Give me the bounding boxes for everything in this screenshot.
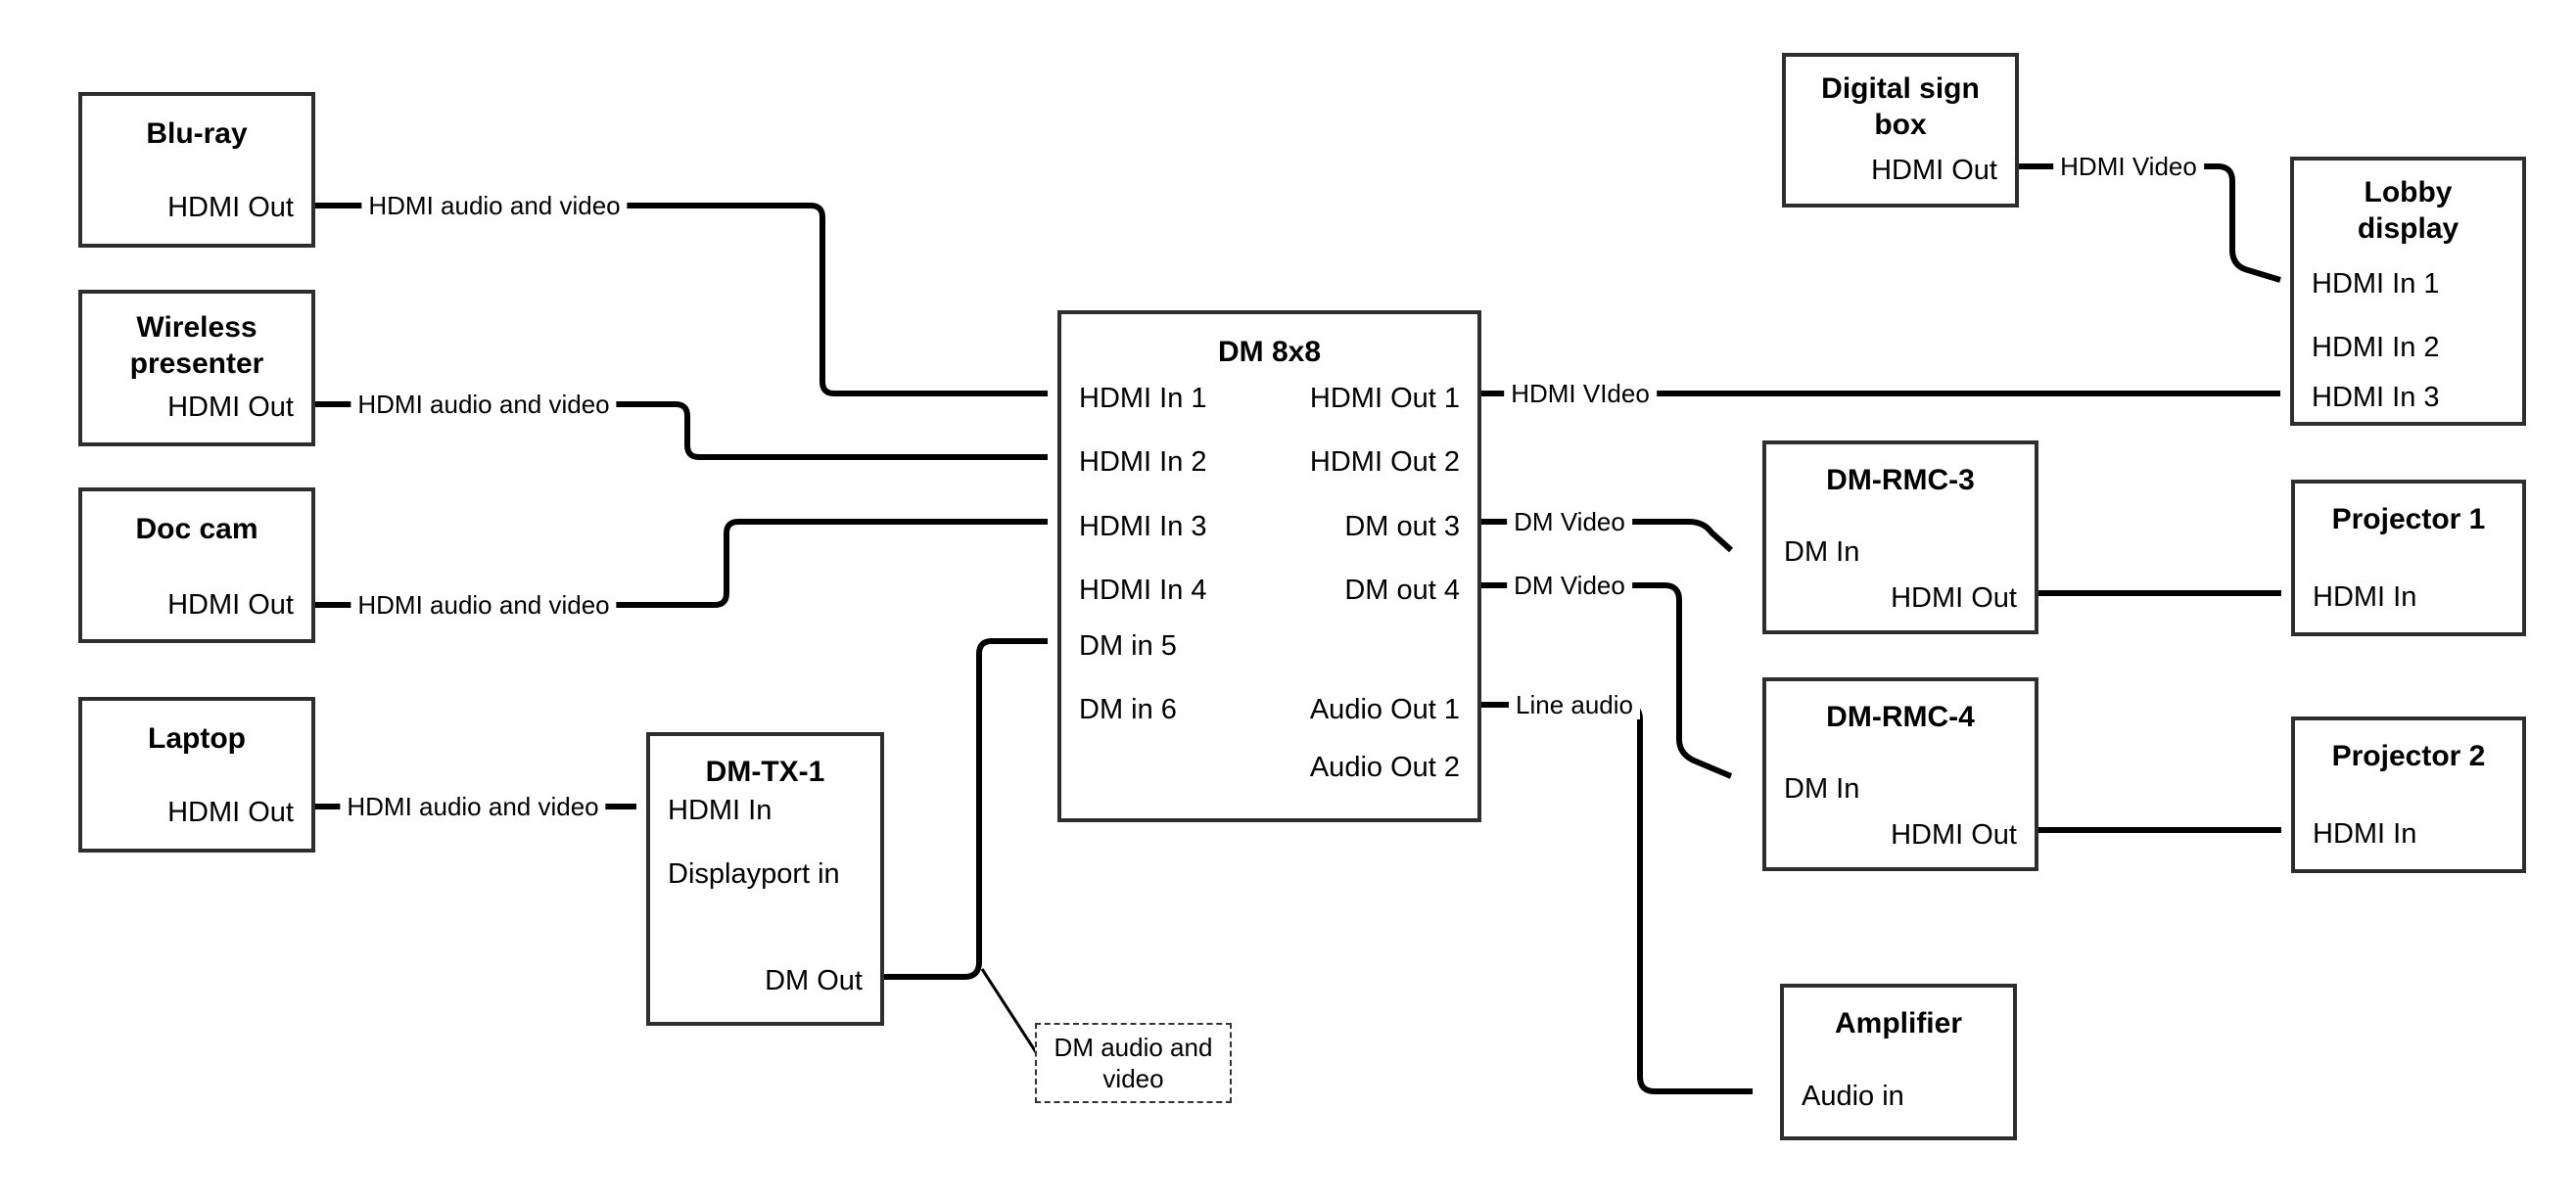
port-rmc4-hdmi-out[interactable]: HDMI Out xyxy=(1891,819,2017,851)
node-bluray[interactable]: Blu-ray HDMI Out xyxy=(78,92,315,248)
port-dm8x8-dm-in-6[interactable]: DM in 6 xyxy=(1079,694,1177,725)
port-bluray-hdmi-out[interactable]: HDMI Out xyxy=(167,192,294,223)
port-digitalsign-hdmi-out[interactable]: HDMI Out xyxy=(1871,155,1997,186)
port-dm8x8-dm-in-5[interactable]: DM in 5 xyxy=(1079,630,1177,662)
port-projector1-hdmi-in[interactable]: HDMI In xyxy=(2313,581,2417,613)
port-dm8x8-hdmi-in-1[interactable]: HDMI In 1 xyxy=(1079,383,1207,414)
node-dm-tx-1[interactable]: DM-TX-1 HDMI In Displayport in DM Out xyxy=(646,732,884,1026)
node-doc-cam[interactable]: Doc cam HDMI Out xyxy=(78,487,315,643)
node-digital-sign-box-title: Digital sign box xyxy=(1821,72,1980,141)
edge-label-laptop-to-tx: HDMI audio and video xyxy=(340,792,606,821)
edge-label-dm-out4-to-rmc4: DM Video xyxy=(1507,571,1632,600)
node-projector-1-title: Projector 1 xyxy=(2331,503,2486,535)
node-dm-8x8-title: DM 8x8 xyxy=(1217,336,1322,368)
node-amplifier[interactable]: Amplifier Audio in xyxy=(1780,984,2017,1140)
port-lobby-hdmi-in-3[interactable]: HDMI In 3 xyxy=(2312,382,2440,413)
port-rmc4-dm-in[interactable]: DM In xyxy=(1784,773,1860,805)
port-lobby-hdmi-in-2[interactable]: HDMI In 2 xyxy=(2312,332,2440,363)
node-laptop[interactable]: Laptop HDMI Out xyxy=(78,697,315,853)
node-lobby-display[interactable]: Lobby display HDMI In 1 HDMI In 2 HDMI I… xyxy=(2290,157,2526,426)
port-rmc3-dm-in[interactable]: DM In xyxy=(1784,536,1860,568)
port-dmtx1-dm-out[interactable]: DM Out xyxy=(765,965,863,996)
port-laptop-hdmi-out[interactable]: HDMI Out xyxy=(167,797,294,828)
edge-label-dm-audioout1-to-amp: Line audio xyxy=(1509,690,1640,719)
port-doccam-hdmi-out[interactable]: HDMI Out xyxy=(167,589,294,621)
port-dm8x8-audio-out-2[interactable]: Audio Out 2 xyxy=(1309,752,1460,783)
node-projector-1[interactable]: Projector 1 HDMI In xyxy=(2291,480,2526,636)
port-lobby-hdmi-in-1[interactable]: HDMI In 1 xyxy=(2312,268,2440,300)
node-doc-cam-title: Doc cam xyxy=(135,513,258,545)
node-bluray-title: Blu-ray xyxy=(146,117,248,150)
node-dm-rmc-3[interactable]: DM-RMC-3 DM In HDMI Out xyxy=(1762,440,2038,634)
port-dm8x8-hdmi-out-2[interactable]: HDMI Out 2 xyxy=(1309,446,1460,478)
edge-label-doccam-to-dm: HDMI audio and video xyxy=(351,590,617,620)
port-rmc3-hdmi-out[interactable]: HDMI Out xyxy=(1891,582,2017,614)
node-lobby-display-title: Lobby display xyxy=(2357,176,2459,245)
note-dm-audio-and-video: DM audio and video xyxy=(1035,1023,1232,1103)
node-dm-rmc-3-title: DM-RMC-3 xyxy=(1826,464,1975,496)
node-dm-rmc-4[interactable]: DM-RMC-4 DM In HDMI Out xyxy=(1762,677,2038,871)
port-amplifier-audio-in[interactable]: Audio in xyxy=(1802,1081,1904,1112)
node-wireless-presenter-title: Wireless presenter xyxy=(129,311,264,380)
node-wireless-presenter[interactable]: Wireless presenter HDMI Out xyxy=(78,290,315,446)
port-wireless-hdmi-out[interactable]: HDMI Out xyxy=(167,392,294,423)
edge-label-bluray-to-dm: HDMI audio and video xyxy=(361,191,628,220)
port-dm8x8-hdmi-out-1[interactable]: HDMI Out 1 xyxy=(1309,383,1460,414)
port-dm8x8-hdmi-in-2[interactable]: HDMI In 2 xyxy=(1079,446,1207,478)
port-dmtx1-displayport-in[interactable]: Displayport in xyxy=(668,858,840,890)
node-projector-2-title: Projector 2 xyxy=(2331,740,2486,772)
port-projector2-hdmi-in[interactable]: HDMI In xyxy=(2313,818,2417,850)
port-dm8x8-dm-out-3[interactable]: DM out 3 xyxy=(1344,511,1460,542)
node-dm-tx-1-title: DM-TX-1 xyxy=(705,756,825,788)
port-dm8x8-hdmi-in-4[interactable]: HDMI In 4 xyxy=(1079,575,1207,606)
node-dm-8x8[interactable]: DM 8x8 HDMI In 1 HDMI In 2 HDMI In 3 HDM… xyxy=(1057,310,1481,822)
node-amplifier-title: Amplifier xyxy=(1834,1007,1963,1039)
edge-label-wireless-to-dm: HDMI audio and video xyxy=(351,390,617,419)
edge-label-dm-out3-to-rmc3: DM Video xyxy=(1507,507,1632,536)
node-digital-sign-box[interactable]: Digital sign box HDMI Out xyxy=(1782,53,2019,208)
edge-label-sign-to-lobby: HDMI Video xyxy=(2053,152,2204,181)
node-projector-2[interactable]: Projector 2 HDMI In xyxy=(2291,716,2526,873)
edge-label-dm-out1-to-lobby: HDMI VIdeo xyxy=(1504,379,1657,408)
port-dm8x8-dm-out-4[interactable]: DM out 4 xyxy=(1344,575,1460,606)
port-dmtx1-hdmi-in[interactable]: HDMI In xyxy=(668,795,773,826)
node-dm-rmc-4-title: DM-RMC-4 xyxy=(1826,701,1975,733)
port-dm8x8-audio-out-1[interactable]: Audio Out 1 xyxy=(1309,694,1460,725)
node-laptop-title: Laptop xyxy=(148,722,246,755)
port-dm8x8-hdmi-in-3[interactable]: HDMI In 3 xyxy=(1079,511,1207,542)
